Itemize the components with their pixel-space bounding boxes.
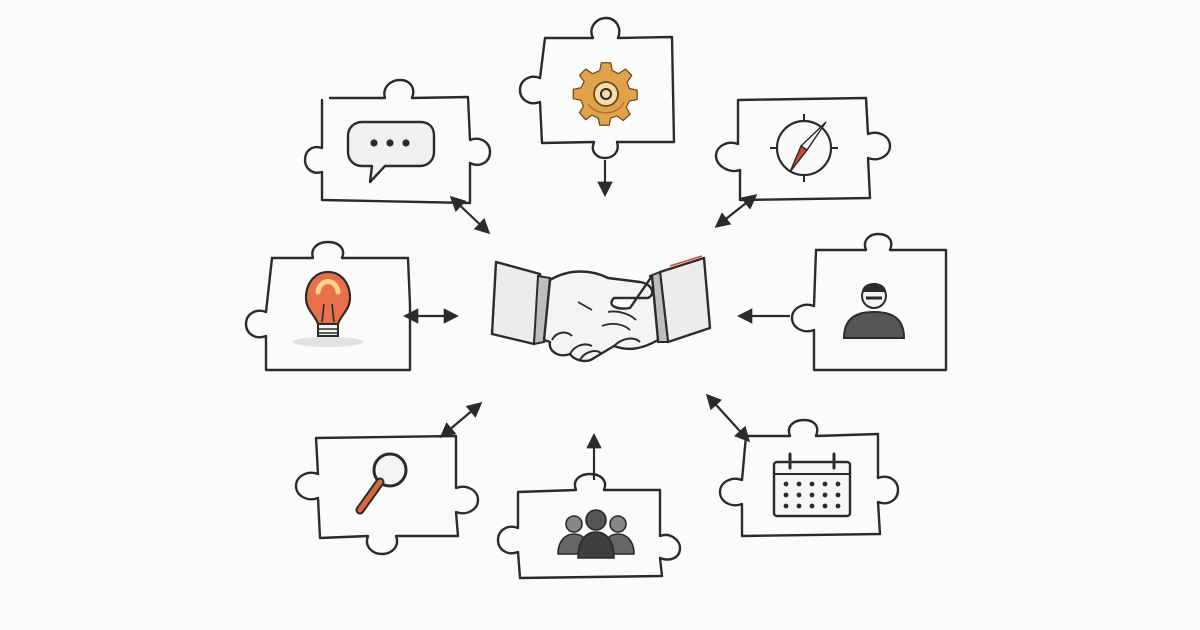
puzzle-piece-compass bbox=[714, 96, 892, 228]
speech-bubble-icon bbox=[346, 120, 436, 184]
puzzle-piece-calendar bbox=[705, 393, 900, 538]
handshake-icon bbox=[490, 255, 712, 363]
puzzle-piece-person bbox=[736, 232, 948, 372]
compass-icon bbox=[770, 114, 838, 182]
puzzle-piece-search bbox=[294, 402, 483, 556]
calendar-icon bbox=[772, 452, 852, 518]
team-icon bbox=[557, 509, 635, 559]
connector-chat bbox=[449, 195, 491, 235]
puzzle-piece-idea bbox=[244, 240, 460, 372]
connector-search bbox=[439, 402, 483, 438]
gear-icon bbox=[572, 62, 638, 126]
puzzle-piece-chat bbox=[303, 78, 492, 205]
puzzle-piece-team bbox=[496, 432, 682, 580]
person-icon bbox=[842, 283, 906, 339]
connector-compass bbox=[714, 194, 758, 228]
connector-calendar bbox=[705, 393, 751, 443]
magnifying-glass-icon bbox=[355, 452, 408, 515]
lightbulb-icon bbox=[292, 270, 364, 347]
puzzle-piece-gear bbox=[518, 16, 676, 198]
